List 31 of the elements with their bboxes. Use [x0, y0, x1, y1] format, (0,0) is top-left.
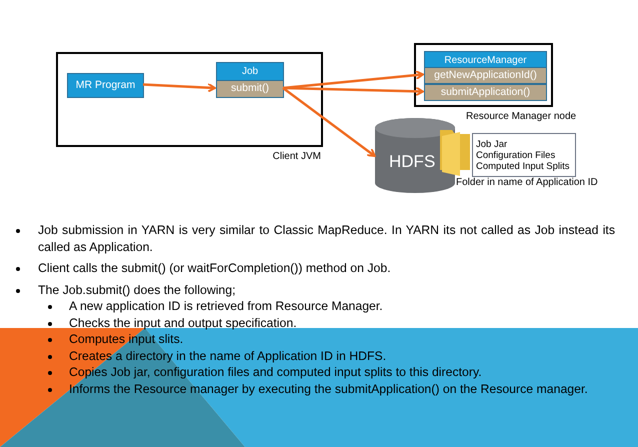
- bullet-text: Computes input slits.: [69, 331, 184, 348]
- bullet-text: Client calls the submit() (or waitForCompletion()) method on Job.: [38, 260, 392, 276]
- file-list-item: Computed Input Splits: [476, 160, 570, 172]
- arrow: [142, 82, 216, 93]
- bullet-text: A new application ID is retrieved from Resource Manager.: [69, 298, 384, 314]
- box-label: Job: [242, 64, 258, 78]
- container-label: Resource Manager node: [466, 111, 576, 122]
- arrow: [282, 87, 376, 158]
- method-label: getNewApplicationId(): [434, 68, 537, 83]
- method-row: [216, 80, 284, 98]
- box-label: ResourceManager: [444, 54, 527, 68]
- method-label: submitApplication(): [440, 84, 530, 100]
- method-label: submit(): [231, 81, 269, 96]
- file-list-item: Configuration Files: [476, 150, 556, 160]
- method-row: [424, 67, 547, 84]
- class-box: [216, 62, 284, 98]
- arrow: [282, 70, 424, 90]
- class-box: [424, 51, 547, 101]
- bullet-text: Informs the Resource manager by executing the submitApplication() on the Resource manager.: [69, 380, 589, 397]
- file-list-item: Job Jar: [476, 138, 508, 150]
- container-label: Client JVM: [272, 151, 321, 162]
- folder-caption: Folder in name of Application ID: [456, 177, 598, 188]
- cylinder-label: HDFS: [389, 150, 436, 173]
- box-label: MR Program: [76, 78, 136, 93]
- arrow: [282, 86, 424, 96]
- process-box: [67, 73, 144, 98]
- bullet-text: Job submission in YARN is very similar to Classic MapReduce. In YARN its not called as Job instead its called as Application.: [38, 222, 615, 255]
- bullet-text: Creates a directory in the name of Application ID in HDFS.: [69, 348, 388, 364]
- bullet-text: The Job.submit() does the following;: [38, 282, 237, 298]
- method-row: [424, 84, 547, 101]
- bullet-text: Checks the input and output specification.: [69, 314, 298, 331]
